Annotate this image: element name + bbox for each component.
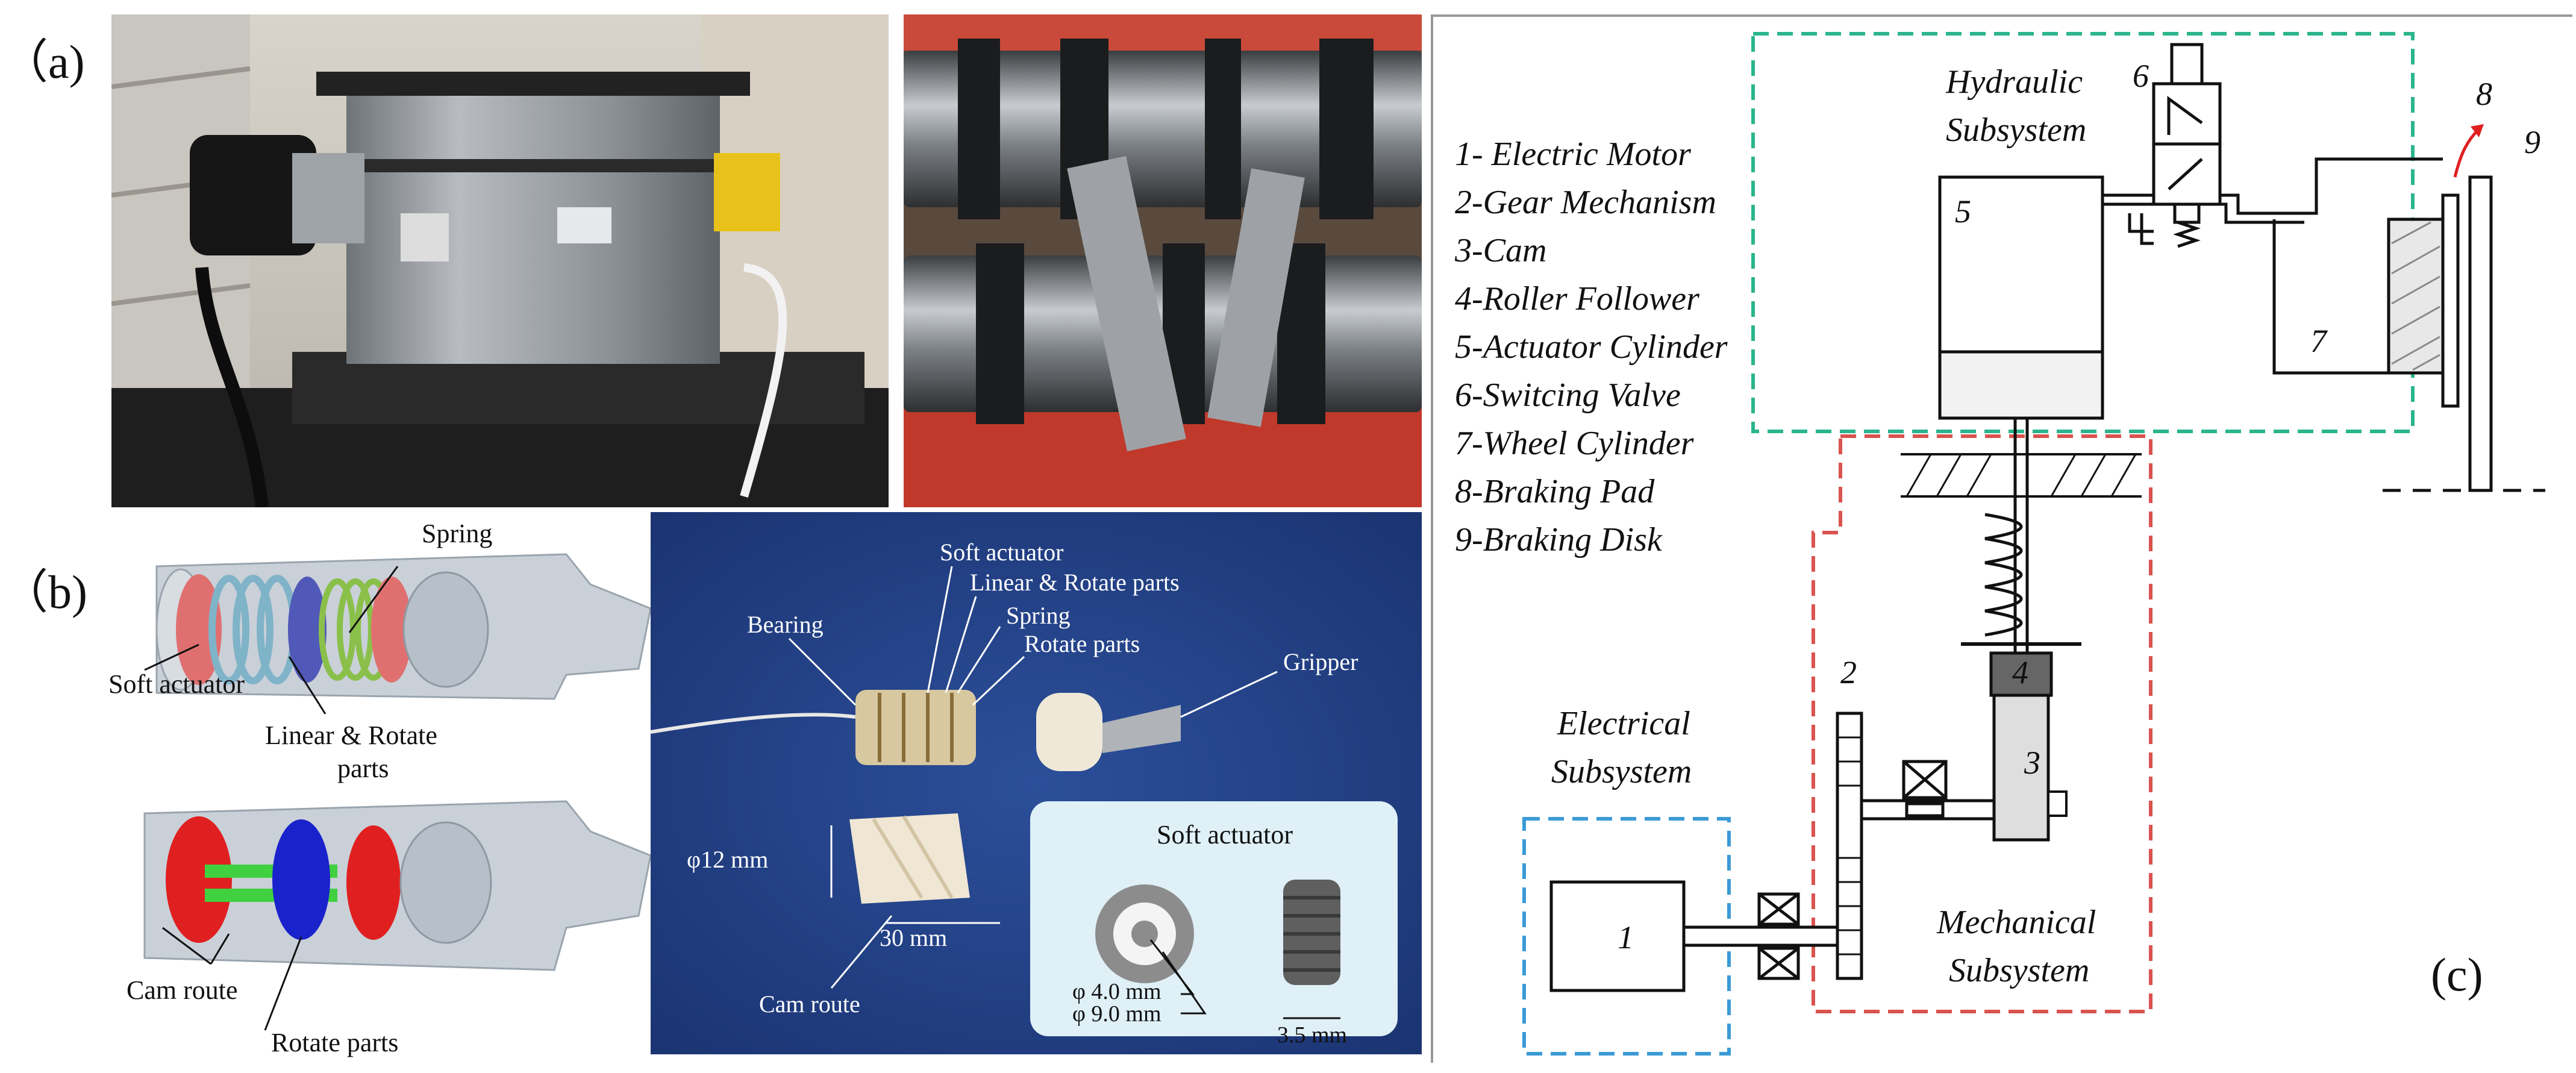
panel-c-schematic: 1- Electric Motor 2-Gear Mechanism 3-Cam… bbox=[1431, 14, 2572, 1063]
cad-render-top bbox=[155, 553, 652, 700]
number-2: 2 bbox=[1840, 654, 1857, 690]
number-7: 7 bbox=[2310, 323, 2328, 359]
switching-valve bbox=[2152, 43, 2222, 248]
legend-item-1: 1- Electric Motor bbox=[1455, 136, 1691, 173]
legend-item-2: 2-Gear Mechanism bbox=[1455, 184, 1716, 221]
label-length-30mm: 30 mm bbox=[880, 924, 947, 951]
component-legend: 1- Electric Motor 2-Gear Mechanism 3-Cam… bbox=[1454, 136, 1728, 558]
hydraulic-lines bbox=[2102, 157, 2443, 245]
label-inner-diameter: φ 4.0 mm bbox=[1072, 979, 1161, 1004]
photo-cam-mechanism bbox=[904, 14, 1422, 507]
actuator-cylinder bbox=[1938, 175, 2104, 653]
label-rotate-parts-render: Rotate parts bbox=[271, 1028, 398, 1057]
electric-motor bbox=[1549, 880, 1839, 992]
label-outer-diameter: φ 9.0 mm bbox=[1072, 1001, 1161, 1027]
number-8: 8 bbox=[2476, 76, 2492, 112]
label-soft-actuator-render: Soft actuator bbox=[108, 669, 245, 699]
photo-test-rig bbox=[111, 14, 889, 507]
number-6: 6 bbox=[2133, 58, 2149, 94]
electrical-label-2: Subsystem bbox=[1551, 753, 1692, 790]
number-4: 4 bbox=[2012, 654, 2028, 690]
photo-soft-actuator: Soft actuator Linear & Rotate parts Spri… bbox=[651, 512, 1422, 1054]
label-thickness: 3.5 mm bbox=[1277, 1022, 1347, 1048]
legend-item-6: 6-Switcing Valve bbox=[1455, 377, 1681, 414]
braking-disk bbox=[2383, 175, 2545, 492]
legend-item-9: 9-Braking Disk bbox=[1455, 521, 1663, 558]
label-gripper-photo: Gripper bbox=[1283, 648, 1358, 675]
gear-mechanism bbox=[1836, 712, 1996, 980]
panel-a-label: （a) bbox=[1, 36, 85, 88]
label-soft-actuator-photo: Soft actuator bbox=[940, 539, 1064, 566]
label-bearing-photo: Bearing bbox=[747, 611, 824, 638]
mechanical-label-2: Subsystem bbox=[1949, 952, 2089, 989]
legend-item-5: 5-Actuator Cylinder bbox=[1455, 328, 1728, 366]
legend-item-3: 3-Cam bbox=[1454, 232, 1546, 269]
cam bbox=[1992, 693, 2050, 842]
cad-render-bottom bbox=[143, 800, 652, 971]
mechanical-label-1: Mechanical bbox=[1936, 904, 2096, 941]
number-9: 9 bbox=[2524, 124, 2540, 160]
label-inset-title: Soft actuator bbox=[1157, 820, 1293, 849]
electrical-label-1: Electrical bbox=[1557, 705, 1690, 742]
panel-c-label: (c) bbox=[2431, 948, 2483, 1001]
cad-render-panel: Spring Soft actuator Linear & Rotate par… bbox=[108, 512, 652, 1066]
legend-item-8: 8-Braking Pad bbox=[1455, 473, 1655, 510]
number-1: 1 bbox=[1618, 919, 1634, 956]
number-3: 3 bbox=[2024, 745, 2040, 781]
label-cam-route-render: Cam route bbox=[127, 975, 238, 1005]
label-linear-rotate-photo: Linear & Rotate parts bbox=[970, 569, 1180, 596]
label-rotate-parts-photo: Rotate parts bbox=[1024, 630, 1140, 657]
pad-motion-arrow bbox=[2453, 128, 2480, 178]
hydraulic-label-1: Hydraulic bbox=[1945, 63, 2083, 101]
number-5: 5 bbox=[1955, 193, 1971, 230]
return-spring bbox=[1984, 513, 2023, 637]
label-spring-photo: Spring bbox=[1006, 602, 1071, 629]
legend-item-7: 7-Wheel Cylinder bbox=[1455, 425, 1694, 462]
label-diameter-12mm: φ12 mm bbox=[687, 846, 768, 873]
wheel-cylinder bbox=[2272, 193, 2460, 408]
pad-motion-arrowhead bbox=[2471, 124, 2484, 137]
label-linear-rotate-render: Linear & Rotate bbox=[265, 721, 437, 750]
label-cam-route-photo: Cam route bbox=[759, 990, 860, 1018]
label-spring-render: Spring bbox=[422, 519, 492, 548]
label-linear-rotate-render-2: parts bbox=[337, 754, 389, 783]
guide-support bbox=[1901, 453, 2142, 498]
panel-b-label: （b) bbox=[1, 566, 87, 618]
legend-item-4: 4-Roller Follower bbox=[1455, 280, 1699, 318]
hydraulic-label-2: Subsystem bbox=[1946, 111, 2086, 149]
